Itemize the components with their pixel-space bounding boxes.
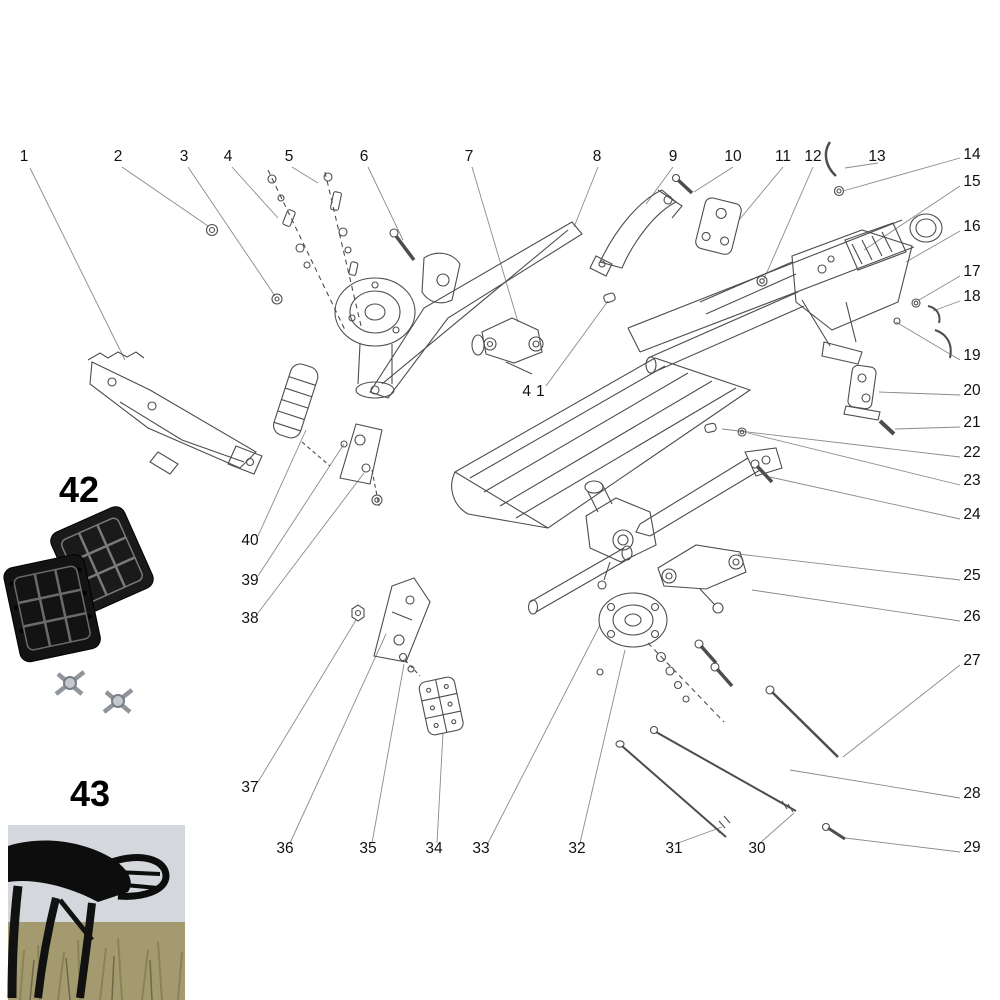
callout-10: 10 [724, 148, 742, 165]
callout-8: 8 [592, 148, 602, 165]
callout-7: 7 [464, 148, 474, 165]
callout-41: 41 [522, 383, 550, 400]
callout-20: 20 [963, 382, 981, 399]
small-fasteners-drawing [756, 141, 952, 359]
callout-13: 13 [868, 148, 886, 165]
pivot-plate-drawing [334, 277, 416, 399]
callout-16: 16 [963, 218, 981, 235]
callout-11: 11 [774, 148, 792, 165]
callout-21: 21 [963, 414, 981, 431]
callout-37: 37 [241, 779, 259, 796]
skid-plate-drawing [451, 357, 752, 529]
callout-22: 22 [963, 444, 981, 461]
callout-30: 30 [748, 840, 766, 857]
callout-23: 23 [963, 472, 981, 489]
callout-15: 15 [963, 173, 981, 190]
callout-40: 40 [241, 532, 259, 549]
callout-39: 39 [241, 572, 259, 589]
callout-27: 27 [963, 652, 981, 669]
leader-lines [29, 157, 961, 853]
linkage-drawing [471, 317, 544, 375]
callout-14: 14 [963, 146, 981, 163]
featured-item-43-label: 43 [69, 773, 111, 814]
long-bolts-drawing [615, 685, 846, 841]
support-arm-drawing [369, 221, 583, 399]
callout-34: 34 [425, 840, 443, 857]
callout-3: 3 [179, 148, 189, 165]
featured-item-42-label: 42 [58, 469, 100, 510]
product-photo-43 [7, 825, 185, 1000]
callout-28: 28 [963, 785, 981, 802]
callout-36: 36 [276, 840, 294, 857]
callout-31: 31 [665, 840, 683, 857]
callout-19: 19 [963, 347, 981, 364]
grab-bracket-drawing [589, 173, 694, 277]
mount-plate-drawing [695, 197, 742, 255]
callout-26: 26 [963, 608, 981, 625]
callout-4: 4 [223, 148, 233, 165]
callout-9: 9 [668, 148, 678, 165]
lower-rail-drawing [527, 447, 783, 615]
rear-bracket-drawing [704, 364, 896, 484]
rocker-arm-drawing [657, 544, 747, 614]
callout-33: 33 [472, 840, 490, 857]
fastener-stack-drawing [205, 169, 416, 331]
footpeg-hanger-assembly-drawing [87, 351, 263, 475]
product-photo-42 [3, 506, 154, 714]
callout-32: 32 [568, 840, 586, 857]
callout-18: 18 [963, 288, 981, 305]
callout-5: 5 [284, 148, 294, 165]
callout-25: 25 [963, 567, 981, 584]
clip-drawing [603, 292, 616, 304]
peg-rubber-drawing [272, 363, 383, 507]
bearing-housing-drawing [584, 480, 657, 590]
callout-12: 12 [804, 148, 822, 165]
callout-17: 17 [963, 263, 981, 280]
callout-35: 35 [359, 840, 377, 857]
callout-6: 6 [359, 148, 369, 165]
callout-2: 2 [113, 148, 123, 165]
frame-drawing [627, 213, 943, 374]
footpeg-drawing [351, 577, 464, 736]
bearing-flange-drawing [596, 592, 734, 723]
callout-1: 1 [19, 148, 29, 165]
callout-29: 29 [963, 839, 981, 856]
callout-38: 38 [241, 610, 259, 627]
callout-24: 24 [963, 506, 981, 523]
